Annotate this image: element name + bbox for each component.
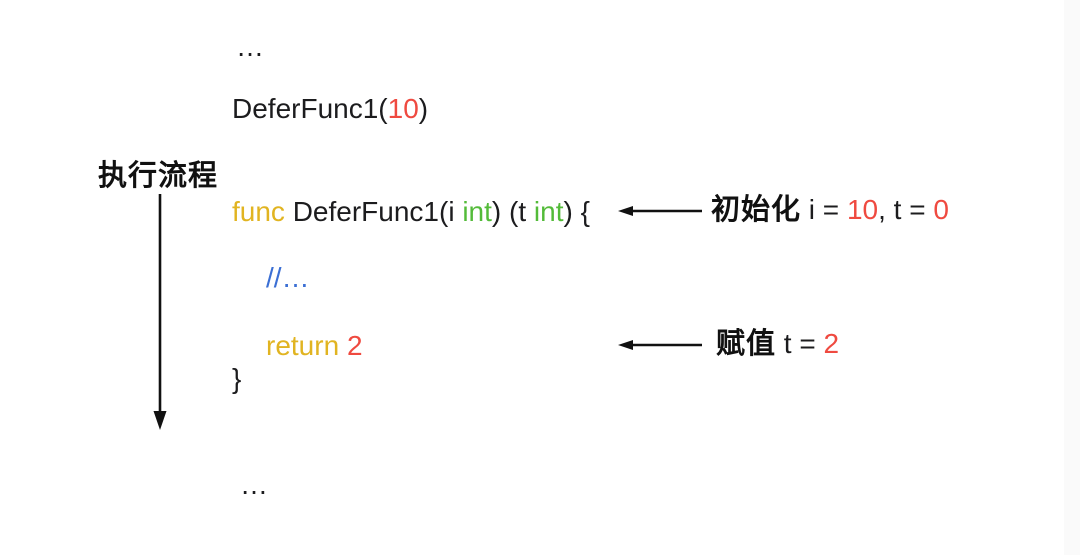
code-return-line: return 2 (266, 329, 363, 363)
init-annotation-label: 初始化 (711, 194, 802, 226)
call-close-paren: ) (418, 93, 429, 124)
init-annotation: 初始化 i = 10, t = 0 (711, 193, 949, 227)
code-ellipsis-top: … (236, 31, 264, 62)
assign-annotation-value: 2 (823, 328, 840, 359)
slide-right-edge (1064, 0, 1080, 555)
return-keyword: return (266, 330, 347, 361)
signature-type-int-2: int (533, 196, 564, 227)
signature-type-int-1: int (462, 196, 492, 227)
call-function-name: DeferFunc1( (232, 93, 388, 124)
flow-down-arrow (153, 194, 167, 430)
init-annotation-pre2: , t = (878, 194, 934, 225)
code-call-line: DeferFunc1(10) (232, 92, 428, 126)
assign-annotation-arrow (618, 340, 702, 350)
call-argument-value: 10 (387, 93, 419, 124)
assign-annotation: 赋值 t = 2 (716, 327, 839, 361)
init-annotation-arrow (618, 206, 702, 216)
code-closing-brace: } (232, 363, 242, 394)
assign-annotation-pre: t = (776, 328, 824, 359)
code-ellipsis-bottom: … (240, 469, 268, 500)
signature-open-brace: ) { (563, 196, 590, 227)
return-value: 2 (346, 330, 363, 361)
signature-keyword-func: func (232, 196, 293, 227)
signature-middle: ) (t (491, 196, 534, 227)
init-annotation-value-i: 10 (846, 194, 879, 225)
code-comment-line: //… (266, 262, 310, 293)
init-annotation-pre1: i = (801, 194, 847, 225)
code-signature-line: func DeferFunc1(i int) (t int) { (232, 195, 590, 229)
assign-annotation-label: 赋值 (716, 328, 777, 360)
init-annotation-value-t: 0 (933, 194, 949, 225)
signature-name: DeferFunc1(i (292, 196, 463, 227)
flow-label: 执行流程 (98, 160, 219, 192)
